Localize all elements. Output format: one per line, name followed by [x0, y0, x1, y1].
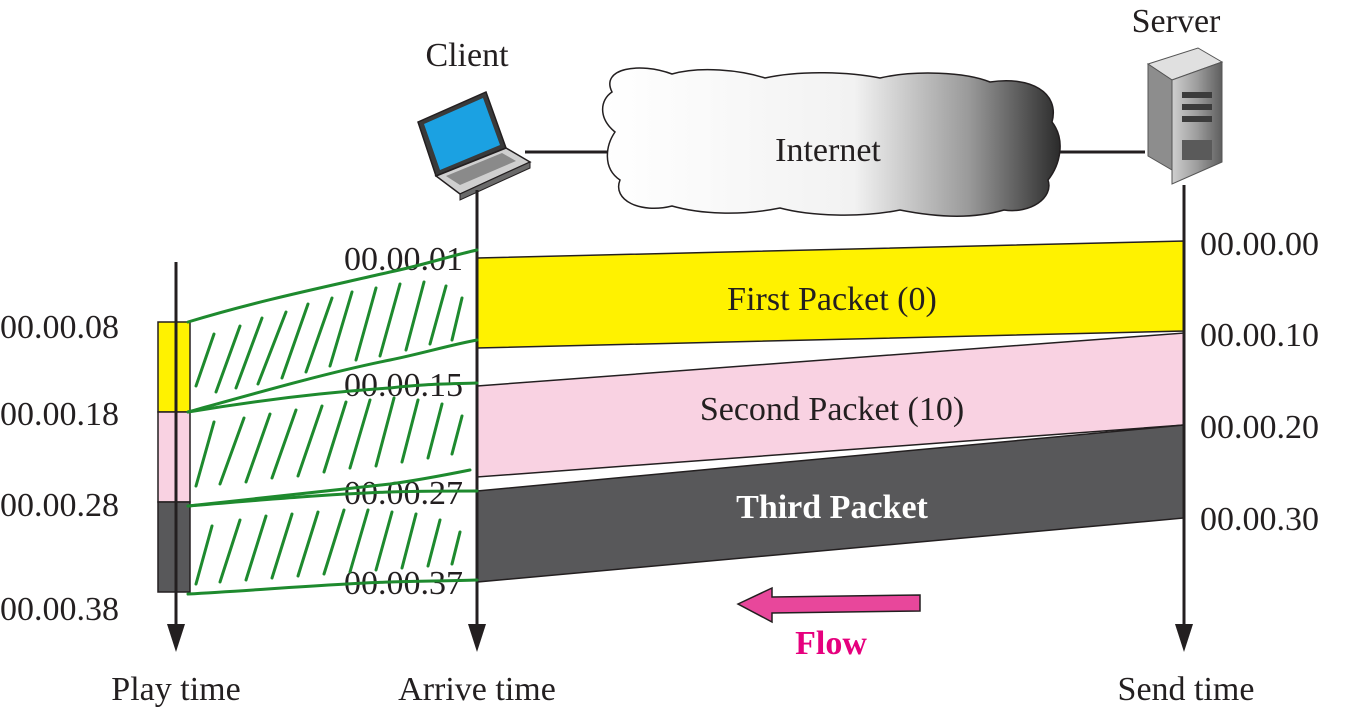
send-tick-label: 00.00.00 [1200, 226, 1319, 263]
send-tick-label: 00.00.20 [1200, 409, 1319, 446]
play-tick-label: 00.00.18 [0, 396, 119, 433]
send-time-arrowhead [1175, 624, 1193, 652]
play-tick-label: 00.00.28 [0, 487, 119, 524]
laptop-icon [417, 90, 532, 201]
arrive-time-arrowhead [468, 624, 486, 652]
play-tick-label: 00.00.38 [0, 591, 119, 628]
server-icon [1146, 47, 1224, 185]
play-time-label: Play time [111, 671, 240, 708]
play-segment-first [157, 321, 191, 413]
second-packet-label: Second Packet (10) [700, 391, 964, 428]
send-tick-label: 00.00.30 [1200, 501, 1319, 538]
play-time-arrowhead [167, 624, 185, 652]
client-label: Client [425, 37, 509, 74]
flow-arrow-icon [736, 586, 921, 624]
server-label: Server [1132, 3, 1221, 40]
play-segment-second [157, 411, 191, 503]
send-time-label: Send time [1118, 671, 1255, 708]
play-segment-third [157, 501, 191, 593]
internet-cloud-icon: Internet [601, 67, 1061, 217]
play-tick-label: 00.00.08 [0, 309, 119, 346]
third-packet-label: Third Packet [736, 489, 928, 526]
arrive-time-label: Arrive time [398, 671, 556, 708]
handwritten-annotation [186, 248, 479, 596]
flow-label: Flow [795, 625, 867, 662]
first-packet-label: First Packet (0) [727, 281, 937, 318]
internet-label: Internet [775, 132, 881, 169]
send-tick-label: 00.00.10 [1200, 317, 1319, 354]
